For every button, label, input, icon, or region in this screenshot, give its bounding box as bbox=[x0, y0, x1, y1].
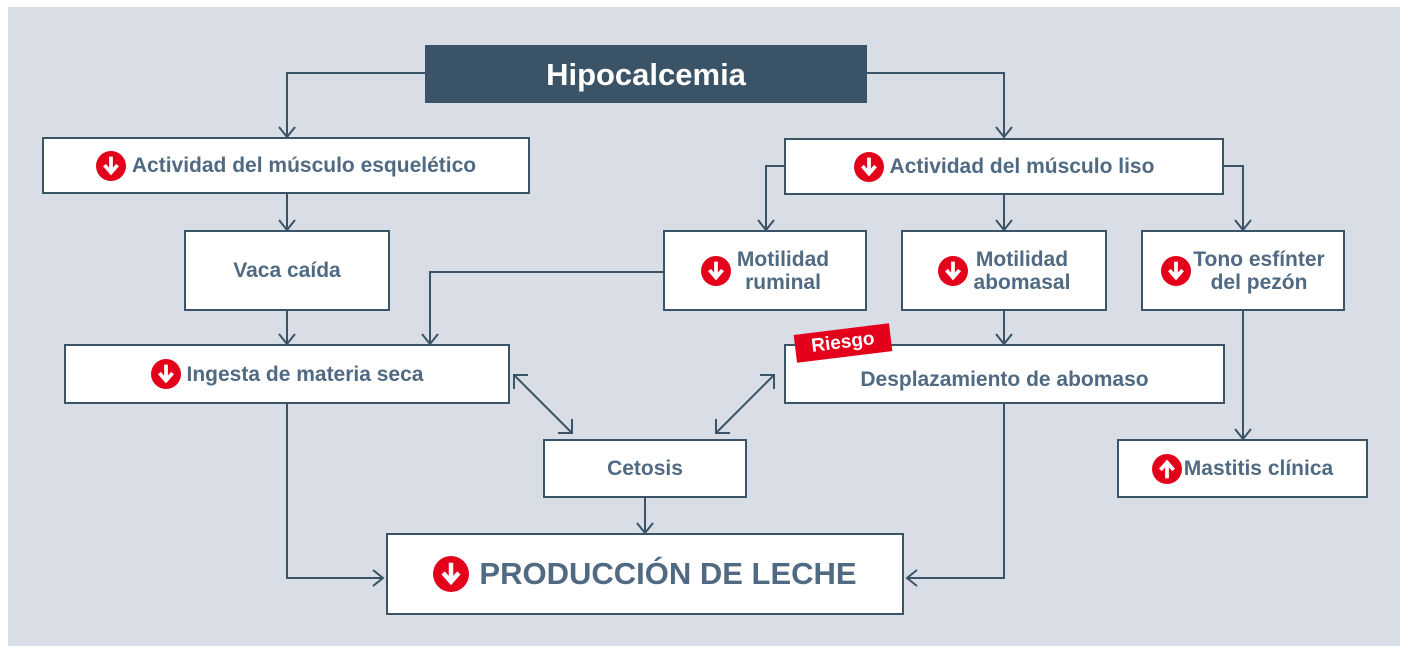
hipocalcemia-header: Hipocalcemia bbox=[425, 45, 867, 103]
down-arrow-icon bbox=[95, 150, 126, 181]
skeletal-muscle-label: Actividad del músculo esquelético bbox=[131, 154, 477, 177]
connector-ingesta-cetosis bbox=[513, 374, 573, 434]
motilidad-ruminal-label: Motilidad ruminal bbox=[737, 248, 829, 294]
down-arrow-icon bbox=[937, 255, 968, 286]
motilidad-abomasal-line2: abomasal bbox=[973, 270, 1071, 294]
connector-desplaz-cetosis bbox=[715, 374, 775, 434]
node-motilidad-ruminal: Motilidad ruminal bbox=[663, 230, 867, 311]
arrowhead bbox=[715, 419, 730, 434]
down-arrow-icon bbox=[853, 151, 884, 182]
tono-esfinter-line2: del pezón bbox=[1210, 270, 1308, 294]
down-arrow-icon bbox=[1161, 255, 1192, 286]
tono-esfinter-label: Tono esfínter del pezón bbox=[1193, 248, 1324, 294]
connector-hipocalcemia-smooth bbox=[867, 72, 1005, 137]
up-arrow-icon bbox=[1151, 453, 1182, 484]
smooth-muscle-label: Actividad del músculo liso bbox=[889, 155, 1155, 178]
arrowhead bbox=[905, 569, 918, 587]
ingesta-label: Ingesta de materia seca bbox=[186, 362, 424, 386]
motilidad-abomasal-label: Motilidad abomasal bbox=[974, 248, 1071, 294]
node-smooth-muscle: Actividad del músculo liso bbox=[784, 138, 1224, 195]
arrowhead bbox=[760, 374, 775, 389]
connector-hipocalcemia-skeletal bbox=[286, 72, 425, 137]
produccion-leche-label: PRODUCCIÓN DE LECHE bbox=[479, 556, 857, 591]
connector-ruminal-ingesta bbox=[429, 271, 663, 344]
hipocalcemia-title: Hipocalcemia bbox=[546, 56, 746, 92]
down-arrow-icon bbox=[433, 556, 470, 592]
arrowhead bbox=[558, 419, 573, 434]
arrowhead bbox=[995, 126, 1013, 139]
node-skeletal-muscle: Actividad del músculo esquelético bbox=[42, 137, 530, 194]
motilidad-ruminal-line1: Motilidad bbox=[736, 247, 830, 271]
node-ingesta: Ingesta de materia seca bbox=[64, 344, 510, 404]
motilidad-ruminal-line2: ruminal bbox=[745, 270, 821, 294]
node-vaca-caida: Vaca caída bbox=[184, 230, 390, 311]
connector-smooth-ruminal bbox=[765, 165, 784, 230]
node-mastitis: Mastitis clínica bbox=[1117, 439, 1368, 498]
down-arrow-icon bbox=[700, 255, 731, 286]
motilidad-abomasal-line1: Motilidad bbox=[975, 247, 1069, 271]
arrowhead bbox=[513, 374, 528, 389]
vaca-caida-label: Vaca caída bbox=[233, 259, 341, 282]
connector-ingesta-produccion bbox=[286, 404, 383, 579]
node-tono-esfinter: Tono esfínter del pezón bbox=[1141, 230, 1345, 311]
cetosis-label: Cetosis bbox=[607, 457, 683, 480]
connector-smooth-tono bbox=[1224, 165, 1244, 230]
node-cetosis: Cetosis bbox=[543, 439, 747, 498]
node-produccion-leche: PRODUCCIÓN DE LECHE bbox=[386, 533, 904, 615]
desplazamiento-label: Desplazamiento de abomaso bbox=[860, 367, 1149, 391]
down-arrow-icon bbox=[150, 359, 181, 389]
tono-esfinter-line1: Tono esfínter bbox=[1193, 247, 1325, 271]
mastitis-label: Mastitis clínica bbox=[1183, 457, 1334, 480]
connector-desplaz-produccion bbox=[907, 404, 1005, 579]
arrowhead bbox=[372, 569, 385, 587]
node-motilidad-abomasal: Motilidad abomasal bbox=[901, 230, 1107, 311]
